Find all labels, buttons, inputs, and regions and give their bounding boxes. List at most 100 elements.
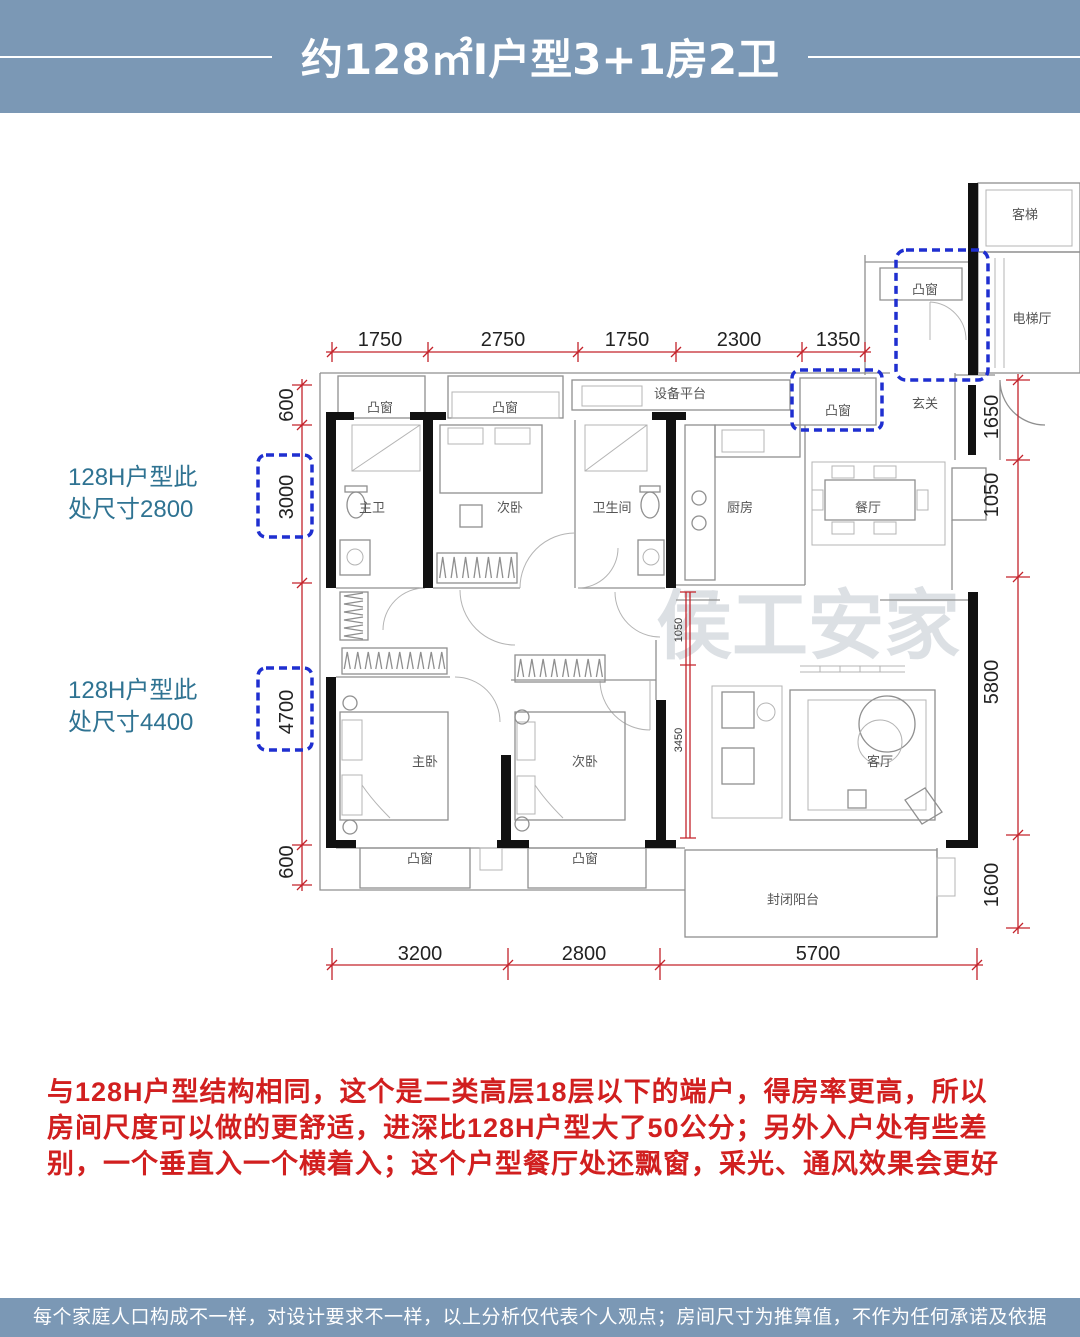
highlight-box-3000 [256, 453, 314, 539]
toilet [346, 491, 366, 519]
dimension-tick [292, 379, 312, 391]
dimension-tick [502, 948, 514, 980]
footer-disclaimer: 每个家庭人口构成不一样，对设计要求不一样，以上分析仅代表个人观点；房间尺寸为推算… [0, 1298, 1080, 1337]
kitchen-dining-furniture [684, 424, 946, 581]
dimension-tick [1006, 374, 1030, 386]
hanger [461, 556, 470, 579]
dining-chair [811, 489, 824, 511]
dimension-tick [292, 577, 312, 589]
toilet-tank [639, 485, 661, 493]
bay-window-bottom-left [359, 847, 471, 889]
hanger [417, 651, 425, 670]
page-title: 约128㎡I户型3+1房2卫 [300, 35, 780, 84]
hanger [343, 592, 364, 600]
dimension-interior-1: 1050 [673, 618, 685, 642]
dimension-bottom-3: 5700 [796, 943, 841, 965]
blanket-fold [534, 784, 564, 819]
dimension-tick [422, 342, 434, 362]
room-label-bay-window: 凸窗 [572, 851, 598, 866]
structural-walls [326, 183, 978, 848]
dimension-tick [326, 948, 338, 980]
dimension-interior-2: 3450 [673, 728, 685, 752]
bay-window-top-mid-sill [451, 391, 560, 419]
dimension-tick [796, 342, 808, 362]
hanger [375, 651, 383, 670]
wall [656, 700, 666, 848]
sink [637, 539, 665, 576]
dimension-right-1: 1650 [981, 395, 1003, 440]
kitchen-counter-side [684, 424, 716, 581]
armchair [721, 691, 755, 729]
stove-burner [691, 515, 707, 531]
nightstand [514, 709, 530, 725]
equipment-platform-unit [581, 385, 643, 407]
side-table [756, 702, 776, 722]
dimension-tick [292, 839, 312, 851]
hanger [427, 651, 435, 670]
dimension-top-2: 2750 [481, 329, 526, 351]
nightstand [514, 816, 530, 832]
ottoman [847, 789, 867, 809]
room-label-enclosed-balcony: 封闭阳台 [767, 892, 819, 907]
wall [946, 840, 978, 848]
bay-window-bottom-mid [527, 847, 647, 889]
dimension-top-5: 1350 [816, 329, 861, 351]
room-label-living-room: 客厅 [867, 754, 893, 769]
shower-bathroom [584, 424, 648, 472]
wall [326, 412, 354, 420]
stove-burner [691, 490, 707, 506]
kitchen-sink [721, 429, 765, 453]
dimension-right-3: 5800 [981, 660, 1003, 705]
room-label-bedroom: 次卧 [572, 754, 598, 769]
curtain-track [800, 665, 905, 673]
dimension-tick [292, 879, 312, 891]
dimension-lines [292, 342, 1030, 980]
room-label-dining: 餐厅 [855, 500, 881, 515]
room-label-bay-window: 凸窗 [912, 282, 938, 297]
wall [968, 183, 978, 375]
wall [645, 840, 676, 848]
pillow [516, 721, 536, 761]
annotation-2800: 128H户型此 处尺寸2800 [68, 462, 197, 526]
annotation-line: 处尺寸4400 [68, 709, 194, 736]
room-label-foyer: 玄关 [912, 396, 938, 411]
room-label-master-bath: 主卫 [359, 500, 385, 515]
pillow [516, 775, 536, 815]
bed-south-bedroom [514, 711, 626, 821]
room-label-equipment-platform: 设备平台 [654, 386, 706, 401]
bed-north-bedroom [439, 424, 543, 494]
dimension-bottom-1: 3200 [398, 943, 443, 965]
hanger [595, 658, 604, 678]
dimension-left-4: 600 [276, 845, 298, 878]
pillow [447, 427, 484, 445]
dimension-left-3: 4700 [276, 690, 298, 735]
elevator-cab [985, 189, 1073, 247]
hanger [343, 616, 364, 624]
room-label-bay-window: 凸窗 [492, 400, 518, 415]
room-label-bathroom: 卫生间 [592, 500, 631, 515]
highlight-box-4700 [256, 666, 314, 752]
annotation-line: 128H户型此 [68, 464, 198, 491]
balcony-unit [936, 857, 956, 897]
highlight-box-entrance-bay-window [894, 248, 990, 382]
watermark: 侯工安家 [656, 581, 960, 670]
tv-cabinet [711, 685, 783, 819]
wardrobe-south-bedroom [514, 654, 606, 683]
sofa [789, 689, 936, 821]
shower-master-bath [351, 424, 421, 472]
room-label-kitchen: 厨房 [727, 500, 753, 515]
note-line: 与128H户型结构相同，这个是二类高层18层以下的端户，得房率更高，所以 [47, 1077, 988, 1107]
wall [326, 840, 356, 848]
dimension-right-2: 1050 [981, 473, 1003, 518]
hanger [343, 632, 364, 640]
toilet [640, 491, 660, 519]
dimension-top-4: 2300 [717, 329, 762, 351]
hanger [438, 651, 446, 670]
door-swings [382, 532, 661, 731]
hanger [573, 658, 581, 678]
living-room-furniture [711, 665, 943, 825]
dimension-labels: 1750 2750 1750 2300 1350 3200 2800 5700 … [276, 329, 1003, 965]
toilet-tank [344, 485, 368, 493]
hanger [385, 651, 393, 670]
